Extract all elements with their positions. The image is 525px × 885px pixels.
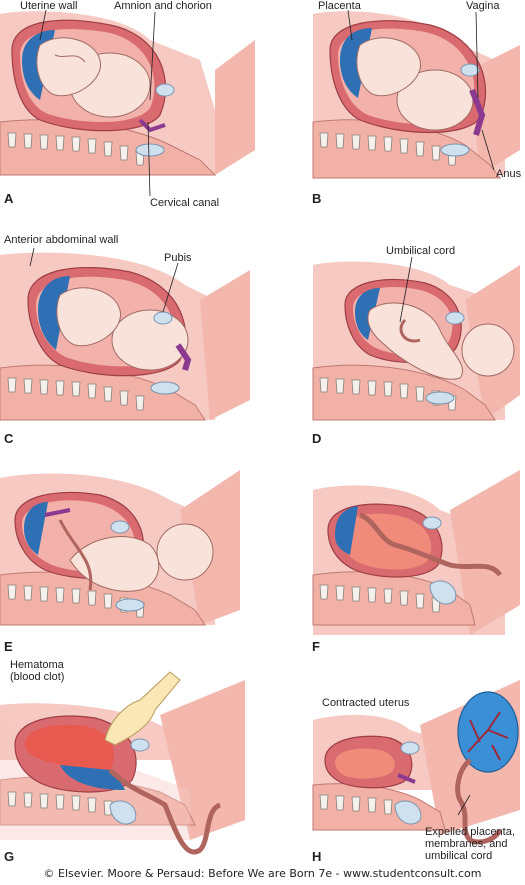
label-placenta: Placenta [318,0,361,12]
copyright-caption: © Elsevier. Moore & Persaud: Before We a… [43,867,482,880]
panel-letter-c: C [4,431,14,446]
label-expelled-placenta: Expelled placenta, membranes, and umbili… [425,826,515,862]
label-contracted-uterus: Contracted uterus [322,697,410,709]
panel-letter-h: H [312,849,322,864]
panel-h-illustration [312,680,520,845]
panel-letter-a: A [4,191,14,206]
panel-d-illustration [312,256,520,421]
panel-letter-b: B [312,191,322,206]
panel-letter-f: F [312,639,320,654]
panel-c-illustration [0,247,250,421]
label-umbilical-cord: Umbilical cord [386,245,456,257]
hand-illustration [104,671,181,746]
label-pubis: Pubis [164,252,192,264]
label-uterine-wall: Uterine wall [20,0,78,12]
panel-b-illustration [312,9,520,179]
label-anus: Anus [496,168,522,180]
label-hematoma: Hematoma (blood clot) [10,659,65,683]
panel-a-illustration [0,9,255,197]
panel-letter-g: G [4,849,15,864]
expelled-placenta [455,691,519,845]
label-vagina: Vagina [466,0,500,12]
label-amnion-and-chorion: Amnion and chorion [114,0,212,12]
panel-g-illustration [0,671,245,855]
label-cervical-canal: Cervical canal [150,197,220,209]
panel-letter-e: E [4,639,13,654]
panel-letter-d: D [312,431,322,446]
label-anterior-abdominal-wall: Anterior abdominal wall [4,234,119,246]
panel-e-illustration [0,470,240,626]
panel-f-illustration [312,470,520,635]
